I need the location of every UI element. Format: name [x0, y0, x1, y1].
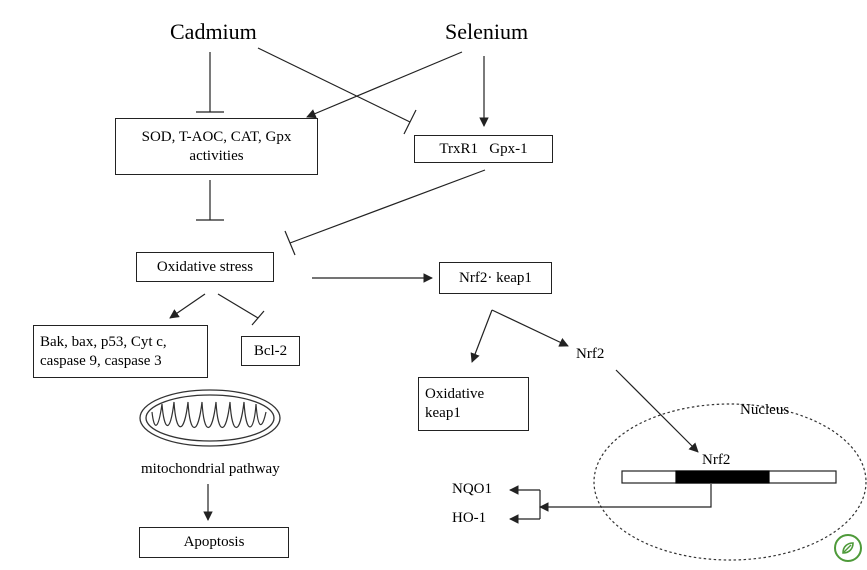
edge-dna-to-genes [539, 484, 712, 512]
oxidative-keap1-line2: keap1 [425, 405, 461, 421]
ho1-label: HO-1 [452, 510, 487, 526]
nqo1-label: NQO1 [452, 481, 492, 497]
edge-stress-inhibits-bcl2-bar [251, 310, 265, 326]
antioxidant-line1: SOD, T-AOC, CAT, Gpx [141, 128, 292, 145]
nrf2-nucleus-label: Nrf2 [702, 452, 731, 468]
edge-selenium-promotes-antioxidants [306, 51, 463, 119]
selenium-label: Selenium [445, 19, 529, 44]
bak-line1: Bak, bax, p53, Cyt c, [40, 333, 167, 350]
nrf2-keap1-box: Nrf2· keap1 [439, 262, 552, 294]
edge-nrf2keap1-to-nrf2 [491, 309, 569, 347]
nucleus-boundary [593, 403, 867, 561]
antioxidant-line2: activities [189, 147, 244, 164]
nrf2-free-label: Nrf2 [576, 346, 605, 362]
antioxidant-activities-box: SOD, T-AOC, CAT, Gpx activities [115, 118, 318, 175]
bak-bax-box: Bak, bax, p53, Cyt c, caspase 9, caspase… [33, 325, 208, 378]
trxr1-gpx1-label: TrxR1 Gpx-1 [439, 140, 528, 157]
mitochondrial-pathway-label: mitochondrial pathway [141, 461, 280, 477]
cadmium-label: Cadmium [170, 19, 257, 44]
oxidative-keap1-line1: Oxidative [425, 386, 485, 403]
edge-cadmium-inhibits-trxr1-bar [403, 109, 417, 135]
nrf2-keap1-label: Nrf2· keap1 [459, 269, 532, 286]
edge-cadmium-inhibits-trxr1 [257, 47, 411, 123]
edge-nrf2keap1-split [470, 309, 493, 363]
nucleus-label: Nucleus [740, 402, 790, 418]
dna-binding-band [675, 470, 770, 484]
edge-trxr1-inhibits-stress [289, 169, 486, 244]
trxr1-gpx1-box: TrxR1 Gpx-1 [414, 135, 553, 163]
bcl2-label: Bcl-2 [253, 342, 288, 359]
edge-trxr1-inhibits-stress-bar [284, 230, 296, 256]
oxidative-stress-box: Oxidative stress [136, 252, 274, 282]
leaf-logo-icon [834, 534, 862, 562]
apoptosis-box: Apoptosis [139, 527, 289, 558]
edge-stress-inhibits-bcl2 [217, 293, 259, 319]
apoptosis-label: Apoptosis [183, 534, 245, 551]
leaf-glyph-icon [842, 542, 854, 554]
bak-line2: caspase 9, caspase 3 [40, 352, 162, 369]
bcl2-box: Bcl-2 [241, 336, 300, 366]
edge-nrf2-to-nucleus [615, 369, 699, 453]
mitochondrion-icon [139, 389, 281, 447]
edge-stress-to-bak [169, 293, 206, 319]
oxidative-keap1-box: Oxidative keap1 [418, 377, 529, 431]
oxidative-stress-label: Oxidative stress [156, 258, 254, 275]
